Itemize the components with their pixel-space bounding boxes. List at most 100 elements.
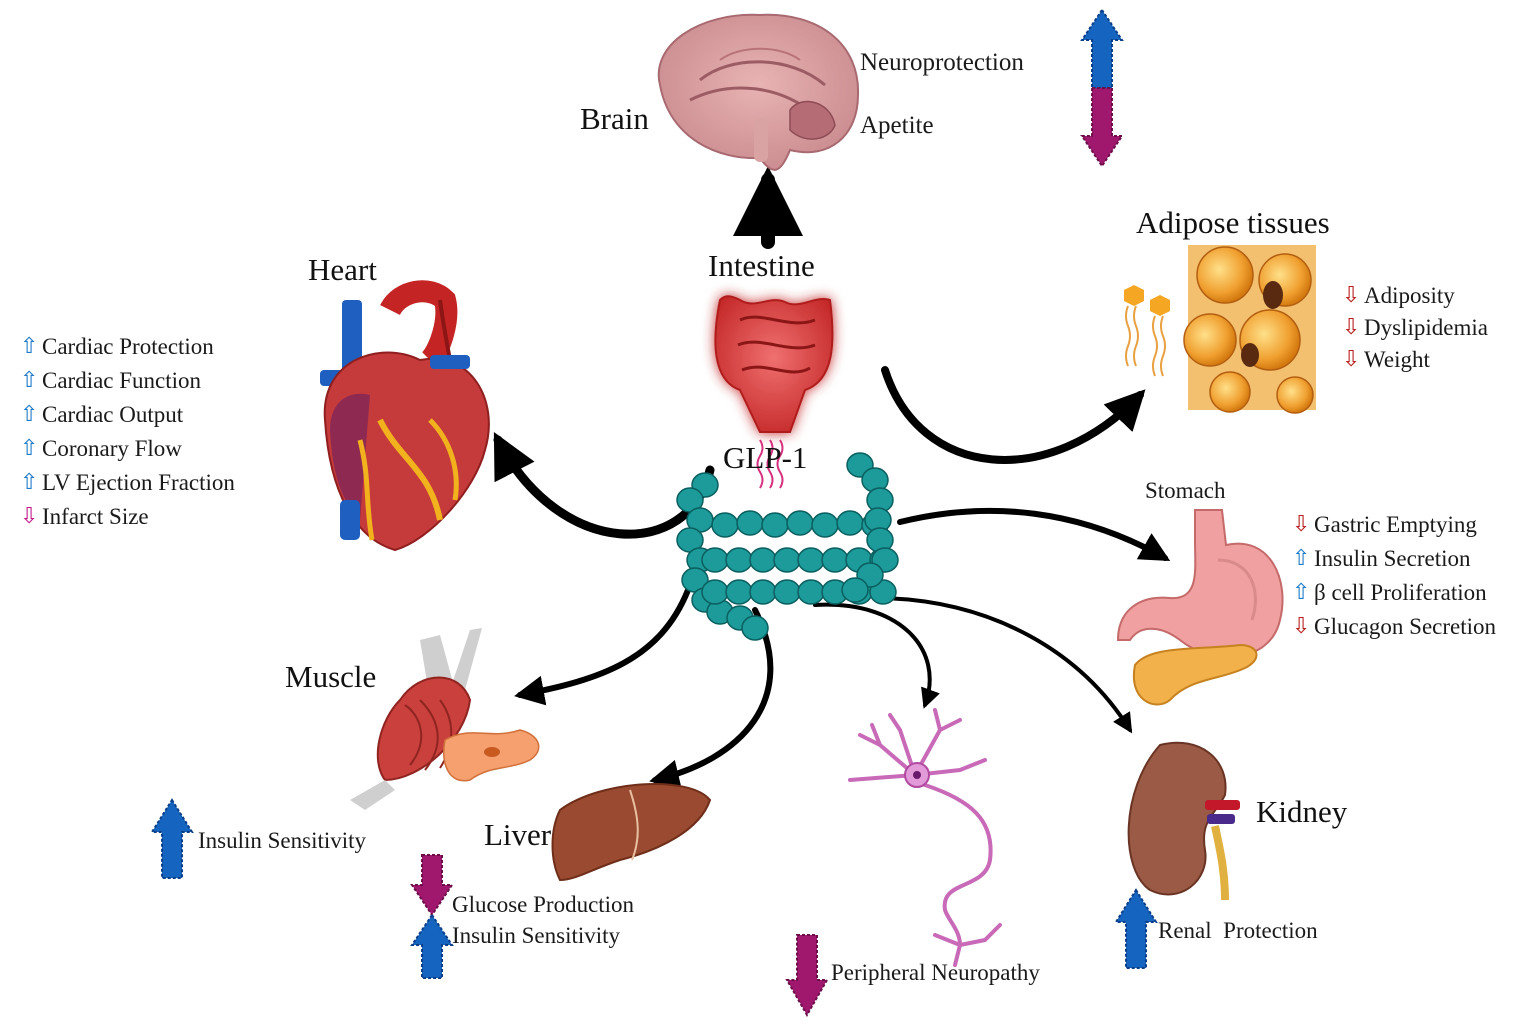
glp1-bead <box>797 579 825 605</box>
adipose-effect-row: ⇩Weight <box>1342 344 1488 376</box>
heart-effect-text: Cardiac Function <box>42 368 202 393</box>
adipose-effect-text: Dyslipidemia <box>1364 315 1488 340</box>
glp1-release-squiggles <box>756 439 784 489</box>
stomach-label: Stomach <box>1145 478 1226 503</box>
up-arrow-icon: ⇧ <box>20 368 39 393</box>
stomach-effect-row: ⇩Gastric Emptying <box>1292 508 1496 542</box>
muscle-up-arrow <box>150 798 194 879</box>
liver-illustration <box>551 782 712 882</box>
heart-effect-row: ⇧Cardiac Protection <box>20 330 235 364</box>
heart-label: Heart <box>308 252 377 287</box>
arrow-to-stomach <box>897 507 1171 561</box>
arrow-to-adipose <box>881 366 1146 464</box>
stomach-effect-row: ⇧Insulin Secretion <box>1292 542 1496 576</box>
heart-effect-text: LV Ejection Fraction <box>42 470 235 495</box>
heart-effect-row: ⇧Cardiac Output <box>20 398 235 432</box>
stomach-effects-list: ⇩Gastric Emptying ⇧Insulin Secretion ⇧β … <box>1292 508 1496 644</box>
arrow-to-heart <box>493 432 715 539</box>
kidney-effect-renal-protection: Renal Protection <box>1158 918 1318 943</box>
stomach-effect-text: Glucagon Secretion <box>1314 614 1497 639</box>
brain-illustration <box>657 13 860 171</box>
adipose-effect-row: ⇩Adiposity <box>1342 280 1488 312</box>
liver-down-arrow <box>410 854 454 917</box>
brain-effect-neuroprotection: Neuroprotection <box>860 49 1024 76</box>
glp1-bead <box>711 512 739 538</box>
glp1-bead <box>725 579 753 605</box>
glp1-bead <box>701 547 729 573</box>
heart-effect-row: ⇩Infarct Size <box>20 500 235 534</box>
connector-arrows <box>493 166 1171 790</box>
stomach-effect-text: β cell Proliferation <box>1314 580 1487 605</box>
adipose-effect-text: Adiposity <box>1364 283 1455 308</box>
glp1-bead <box>811 512 839 538</box>
up-arrow-icon: ⇧ <box>1292 546 1311 571</box>
glp1-label: GLP-1 <box>723 440 808 475</box>
down-arrow-icon: ⇩ <box>1292 614 1311 639</box>
brain-effect-appetite: Apetite <box>860 112 934 139</box>
neuron-down-arrow <box>785 934 829 1018</box>
kidney-label: Kidney <box>1256 794 1348 829</box>
glp1-bead <box>741 615 769 641</box>
glp1-bead <box>773 579 801 605</box>
glp1-bead <box>836 510 864 536</box>
down-arrow-icon: ⇩ <box>1342 347 1361 372</box>
heart-effect-text: Infarct Size <box>42 504 149 529</box>
down-arrow-icon: ⇩ <box>1342 315 1361 340</box>
intestine-label: Intestine <box>708 248 815 283</box>
down-arrow-icon: ⇩ <box>1342 283 1361 308</box>
up-arrow-icon: ⇧ <box>20 436 39 461</box>
glp1-bead <box>773 547 801 573</box>
up-arrow-icon: ⇧ <box>20 402 39 427</box>
arrow-to-kidney <box>878 596 1133 734</box>
arrow-to-muscle <box>514 587 691 706</box>
heart-effect-row: ⇧Coronary Flow <box>20 432 235 466</box>
muscle-illustration <box>350 628 540 810</box>
glp1-bead <box>749 547 777 573</box>
stomach-effect-row: ⇩Glucagon Secretion <box>1292 610 1496 644</box>
intestine-illustration <box>714 295 834 433</box>
adipose-effect-row: ⇩Dyslipidemia <box>1342 312 1488 344</box>
muscle-label: Muscle <box>285 659 377 694</box>
down-arrow-icon: ⇩ <box>20 504 39 529</box>
glp1-bead <box>749 579 777 605</box>
stomach-illustration <box>1116 509 1284 658</box>
glp1-bead <box>701 579 729 605</box>
liver-effect-glucose-production: Glucose Production <box>452 892 635 917</box>
stomach-effect-text: Gastric Emptying <box>1314 512 1477 537</box>
heart-effect-text: Cardiac Protection <box>42 334 214 359</box>
adipose-cells-illustration <box>1183 245 1316 414</box>
glp1-bead <box>725 547 753 573</box>
adipose-label: Adipose tissues <box>1136 205 1330 240</box>
muscle-effect-insulin-sensitivity: Insulin Sensitivity <box>198 828 367 853</box>
heart-effect-row: ⇧Cardiac Function <box>20 364 235 398</box>
glp1-bead <box>821 547 849 573</box>
down-arrow-icon: ⇩ <box>1292 512 1311 537</box>
liver-label: Liver <box>484 817 552 852</box>
glp1-peptide-chain <box>676 452 899 641</box>
heart-effects-list: ⇧Cardiac Protection ⇧Cardiac Function ⇧C… <box>20 330 235 534</box>
neuron-effect-peripheral-neuropathy: Peripheral Neuropathy <box>831 960 1040 985</box>
glp1-bead <box>797 547 825 573</box>
heart-effect-text: Coronary Flow <box>42 436 182 461</box>
arrow-to-liver <box>649 607 774 790</box>
heart-effect-row: ⇧LV Ejection Fraction <box>20 466 235 500</box>
stomach-effect-text: Insulin Secretion <box>1314 546 1471 571</box>
up-arrow-icon: ⇧ <box>20 334 39 359</box>
neuron-illustration <box>848 708 1002 967</box>
heart-effect-text: Cardiac Output <box>42 402 184 427</box>
glp1-bead <box>761 512 789 538</box>
kidney-illustration <box>1127 741 1240 901</box>
adipose-effects-list: ⇩Adiposity ⇩Dyslipidemia ⇩Weight <box>1342 280 1488 376</box>
arrow-to-neuron <box>813 602 940 709</box>
up-arrow-icon: ⇧ <box>1292 580 1311 605</box>
brain-up-arrow <box>1080 8 1124 89</box>
pancreas-illustration <box>1132 643 1258 706</box>
glp1-bead <box>736 510 764 536</box>
brain-label: Brain <box>580 101 649 136</box>
liver-up-arrow <box>410 913 454 979</box>
liver-effect-insulin-sensitivity: Insulin Sensitivity <box>452 923 621 948</box>
lipid-molecule-illustration <box>1124 285 1170 377</box>
up-arrow-icon: ⇧ <box>20 470 39 495</box>
glp1-bead <box>786 510 814 536</box>
heart-illustration <box>320 280 490 552</box>
